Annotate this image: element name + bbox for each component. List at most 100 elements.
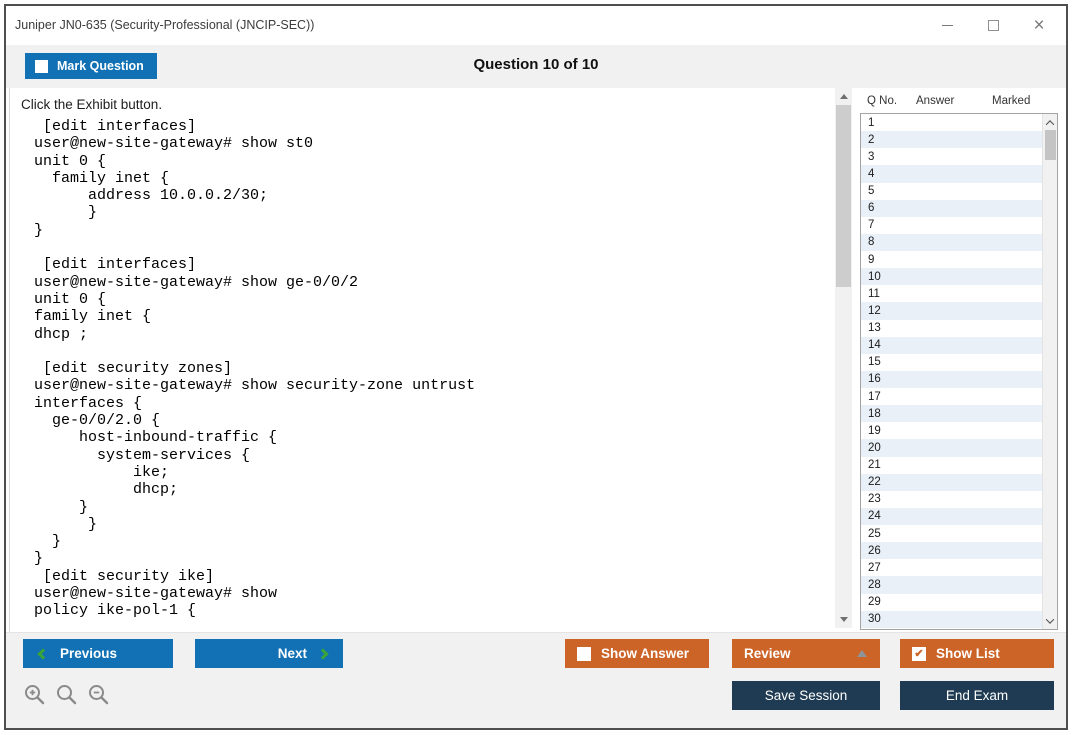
mark-question-checkbox[interactable] (35, 59, 48, 73)
question-row[interactable]: 6 (861, 199, 1042, 217)
question-number: 24 (868, 510, 881, 523)
question-number: 5 (868, 185, 875, 198)
question-row[interactable]: 18 (861, 405, 1042, 423)
chevron-right-icon (317, 647, 329, 660)
question-row[interactable]: 9 (861, 251, 1042, 268)
chevron-up-icon (1045, 119, 1055, 129)
question-number: 19 (868, 424, 881, 437)
show-list-checkbox[interactable]: ✔ (912, 646, 926, 661)
list-scrollbar-thumb[interactable] (1045, 130, 1056, 160)
content-scroll-down-button[interactable] (835, 611, 852, 628)
mark-question-button[interactable]: Mark Question (25, 53, 157, 79)
exhibit-code: [edit interfaces] user@new-site-gateway#… (34, 118, 476, 620)
question-number: 3 (868, 150, 875, 163)
question-list-scrollbar[interactable] (1042, 114, 1057, 629)
question-row[interactable]: 23 (861, 491, 1042, 508)
question-row[interactable]: 4 (861, 165, 1042, 183)
maximize-button[interactable] (970, 6, 1016, 45)
question-number: 1 (868, 116, 875, 129)
question-row[interactable]: 11 (861, 285, 1042, 302)
zoom-toolbar (23, 679, 111, 711)
question-number: 10 (868, 270, 881, 283)
question-row[interactable]: 2 (861, 131, 1042, 149)
question-list-header: Q No. Answer Marked (860, 88, 1058, 113)
question-row[interactable]: 14 (861, 336, 1042, 354)
question-row[interactable]: 29 (861, 594, 1042, 611)
check-icon: ✔ (914, 647, 924, 660)
question-row[interactable]: 17 (861, 388, 1042, 405)
question-number: 15 (868, 356, 881, 369)
question-number: 29 (868, 596, 881, 609)
next-label: Next (277, 646, 307, 661)
save-session-label: Save Session (764, 688, 848, 703)
show-answer-checkbox[interactable] (577, 646, 591, 661)
minimize-icon (941, 25, 953, 26)
show-list-button[interactable]: ✔ Show List (900, 639, 1054, 668)
show-answer-button[interactable]: Show Answer (565, 639, 709, 668)
question-row[interactable]: 30 (861, 610, 1042, 628)
show-list-label: Show List (936, 646, 1000, 661)
question-number: 26 (868, 544, 881, 557)
question-number: 20 (868, 441, 881, 454)
zoom-out-button[interactable] (87, 682, 111, 708)
question-row[interactable]: 13 (861, 320, 1042, 337)
question-row[interactable]: 26 (861, 542, 1042, 560)
question-number: 27 (868, 561, 881, 574)
review-label: Review (744, 646, 791, 661)
minimize-button[interactable] (924, 6, 970, 45)
content-scrollbar-thumb[interactable] (836, 105, 851, 287)
window-controls: × (924, 6, 1062, 45)
list-scroll-up-button[interactable] (1043, 114, 1057, 131)
question-number: 8 (868, 236, 875, 249)
column-header-qno: Q No. (867, 94, 898, 107)
question-row[interactable]: 8 (861, 233, 1042, 251)
list-scroll-down-button[interactable] (1043, 612, 1057, 629)
question-row[interactable]: 24 (861, 507, 1042, 525)
question-row[interactable]: 15 (861, 354, 1042, 371)
question-counter: Question 10 of 10 (473, 56, 599, 73)
chevron-left-icon (37, 647, 49, 660)
question-row[interactable]: 3 (861, 148, 1042, 165)
content-scrollbar[interactable] (835, 88, 852, 628)
show-answer-label: Show Answer (601, 646, 690, 661)
question-row[interactable]: 25 (861, 525, 1042, 542)
question-number: 25 (868, 527, 881, 540)
question-header-bar: Question 10 of 10 Mark Question (6, 45, 1066, 88)
maximize-icon (987, 20, 999, 31)
previous-button[interactable]: Previous (23, 639, 173, 668)
question-row[interactable]: 27 (861, 559, 1042, 576)
question-number: 7 (868, 219, 875, 232)
save-session-button[interactable]: Save Session (732, 681, 880, 710)
question-row[interactable]: 12 (861, 302, 1042, 320)
main-area: Click the Exhibit button. [edit interfac… (6, 88, 1066, 632)
content-scroll-up-button[interactable] (835, 88, 852, 105)
question-row[interactable]: 20 (861, 439, 1042, 457)
question-row[interactable]: 22 (861, 473, 1042, 491)
question-row[interactable]: 28 (861, 576, 1042, 594)
window-title: Juniper JN0-635 (Security-Professional (… (15, 18, 315, 32)
zoom-reset-button[interactable] (55, 682, 79, 708)
question-row[interactable]: 21 (861, 457, 1042, 474)
end-exam-button[interactable]: End Exam (900, 681, 1054, 710)
question-row[interactable]: 7 (861, 217, 1042, 234)
question-number: 6 (868, 202, 875, 215)
question-row[interactable]: 16 (861, 370, 1042, 388)
question-row[interactable]: 19 (861, 422, 1042, 439)
question-row[interactable]: 10 (861, 268, 1042, 286)
review-button[interactable]: Review (732, 639, 880, 668)
magnifier-icon (57, 685, 77, 705)
next-button[interactable]: Next (195, 639, 343, 668)
zoom-in-button[interactable] (23, 682, 47, 708)
question-row[interactable]: 5 (861, 183, 1042, 200)
close-icon: × (1033, 15, 1045, 36)
question-prompt: Click the Exhibit button. (21, 97, 163, 112)
question-row[interactable]: 1 (861, 114, 1042, 131)
chevron-down-icon (1045, 614, 1055, 624)
close-button[interactable]: × (1016, 6, 1062, 45)
question-number: 4 (868, 167, 875, 180)
triangle-up-icon (839, 94, 848, 99)
exhibit-panel: Click the Exhibit button. [edit interfac… (9, 88, 835, 632)
question-number: 21 (868, 459, 881, 472)
